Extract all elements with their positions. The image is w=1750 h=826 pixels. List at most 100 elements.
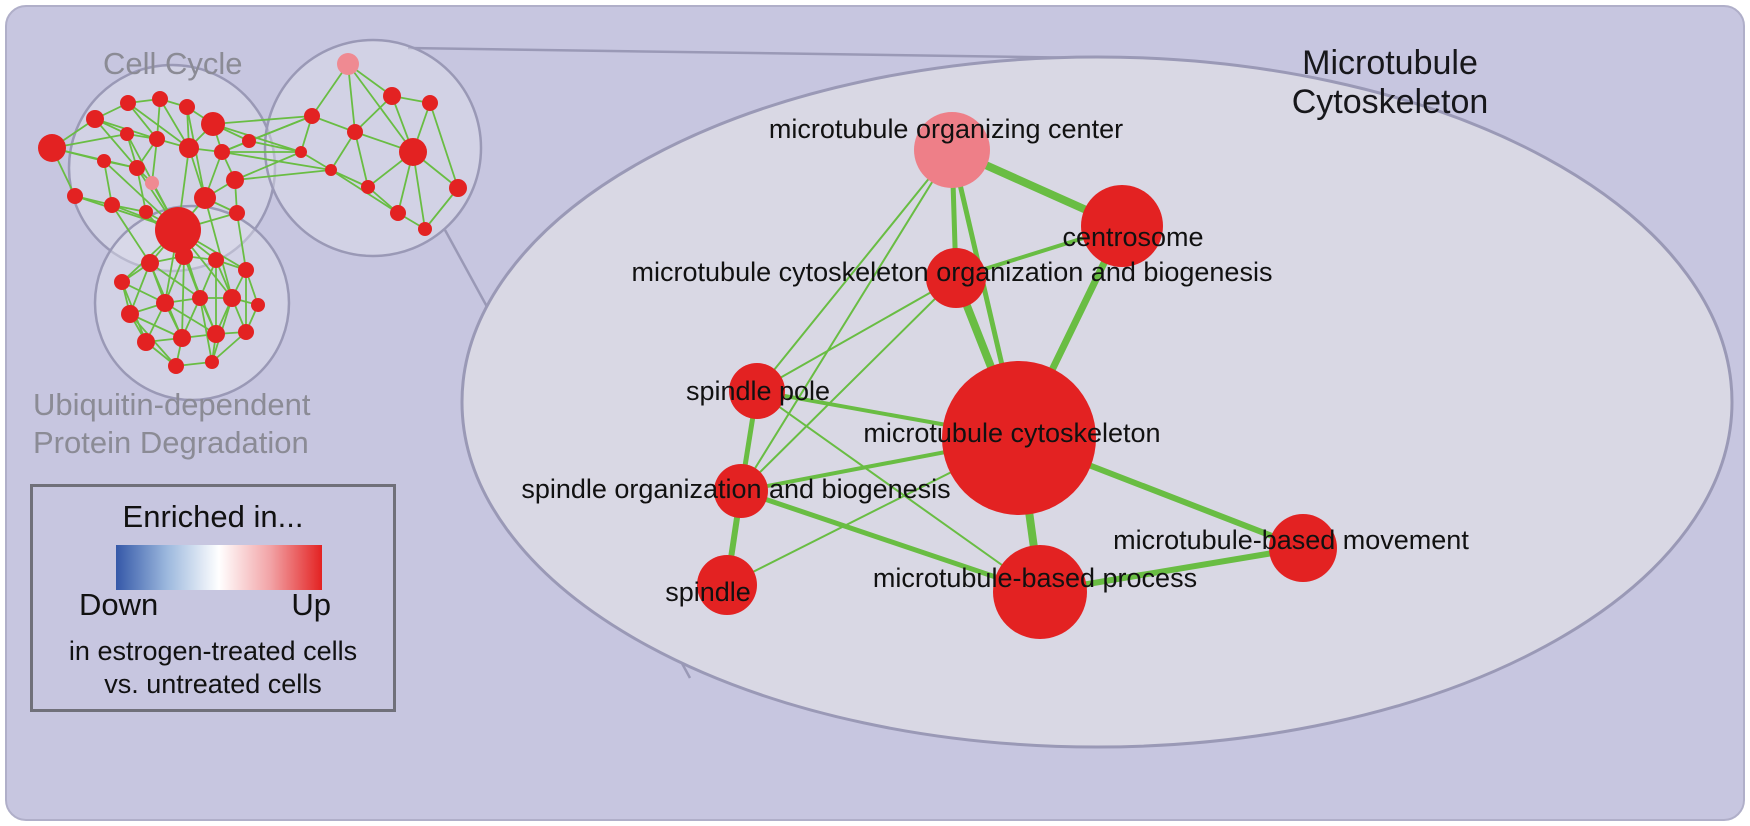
zoom-callout-line: [407, 46, 1094, 60]
mini-node: [192, 290, 208, 306]
mini-node: [347, 124, 363, 140]
mini-node: [325, 164, 337, 176]
mini-edge-inter-cluster: [111, 204, 151, 264]
mini-edge: [127, 102, 190, 149]
mini-node: [104, 197, 120, 213]
mini-node: [121, 305, 139, 323]
mini-node: [337, 53, 359, 75]
mini-node: [137, 333, 155, 351]
mini-edge-inter-cluster: [234, 169, 332, 181]
legend-up-label: Up: [291, 587, 331, 622]
cluster-label-microtubule-cytoskeleton: Microtubule Cytoskeleton: [1245, 44, 1535, 122]
node-label-spindle-organization: spindle organization and biogenesis: [521, 474, 950, 504]
mini-edge: [429, 102, 459, 189]
node-microtubule-cytoskeleton: [942, 361, 1096, 515]
mini-node: [208, 252, 224, 268]
node-label-mt-cytoskeleton-organization: microtubule cytoskeleton organization an…: [632, 257, 1273, 287]
zoom-ellipse: [460, 55, 1734, 749]
edge-spindle-organization--microtubule-based-process: [738, 488, 1043, 595]
ubiquitin-label-line2: Protein Degradation: [33, 425, 309, 460]
mini-edge-inter-cluster: [248, 140, 302, 153]
edge-mt-cytoskeleton-organization--spindle-pole: [756, 277, 957, 392]
mini-edge: [129, 262, 151, 315]
mini-node: [295, 146, 307, 158]
edge-microtubule-organizing-center--spindle-organization: [740, 149, 953, 492]
mini-edge: [354, 131, 369, 188]
mini-edge: [149, 262, 201, 299]
mini-edge-inter-cluster: [234, 151, 302, 181]
mini-node: [114, 274, 130, 290]
mini-edge-inter-cluster: [248, 115, 313, 142]
legend-title: Enriched in...: [122, 499, 304, 534]
mini-node: [120, 95, 136, 111]
legend-box: Enriched in... Down Up in estrogen-treat…: [30, 484, 396, 712]
mini-node: [251, 298, 265, 312]
legend-caption-line1: in estrogen-treated cells: [68, 636, 358, 666]
mini-node: [179, 99, 195, 115]
mini-edge: [347, 63, 356, 133]
cluster-label-ubiquitin: Ubiquitin-dependent Protein Degradation: [33, 386, 311, 462]
mini-node: [86, 110, 104, 128]
edge-spindle-pole--microtubule-based-process: [756, 390, 1041, 593]
node-microtubule-based-process: [993, 545, 1087, 639]
mini-edge-inter-cluster: [236, 212, 247, 271]
node-microtubule-based-movement: [1269, 514, 1337, 582]
mini-node: [390, 205, 406, 221]
mini-edge: [129, 313, 183, 339]
mini-node: [399, 138, 427, 166]
edge-mt-cytoskeleton-organization--spindle-organization: [740, 277, 957, 492]
node-spindle-pole: [729, 363, 785, 419]
mini-node: [304, 108, 320, 124]
legend-caption-line2: vs. untreated cells: [104, 669, 322, 699]
node-label-microtubule-based-process: microtubule-based process: [873, 563, 1197, 593]
node-label-microtubule-based-movement: microtubule-based movement: [1113, 525, 1469, 555]
mini-edge: [199, 297, 213, 363]
mini-edge: [347, 63, 414, 153]
mini-node: [205, 355, 219, 369]
mini-node: [242, 134, 256, 148]
node-centrosome: [1081, 185, 1163, 267]
mini-node: [383, 87, 401, 105]
node-label-spindle-pole: spindle pole: [686, 376, 830, 406]
node-label-microtubule-organizing-center: microtubule organizing center: [769, 114, 1123, 144]
mini-node: [120, 127, 134, 141]
mini-node: [141, 254, 159, 272]
mini-node: [139, 205, 153, 219]
mini-node: [361, 180, 375, 194]
node-spindle: [697, 555, 757, 615]
node-mt-cytoskeleton-organization: [926, 248, 986, 308]
mini-node: [194, 187, 216, 209]
mini-edge-inter-cluster: [212, 115, 313, 125]
mini-node: [207, 325, 225, 343]
mini-node: [422, 95, 438, 111]
mini-node: [145, 176, 159, 190]
mini-node: [149, 131, 165, 147]
mini-node: [38, 134, 66, 162]
node-spindle-organization: [714, 464, 768, 518]
microtubule-label-line1: Microtubule: [1302, 44, 1478, 82]
mini-node: [67, 188, 83, 204]
mini-node: [449, 179, 467, 197]
mini-node: [214, 144, 230, 160]
mini-node: [223, 289, 241, 307]
mini-node: [155, 207, 201, 253]
mini-node: [175, 247, 193, 265]
mini-node: [229, 205, 245, 221]
mini-node: [156, 294, 174, 312]
mini-edge-inter-cluster: [204, 197, 233, 299]
cluster-outline-microtubule-mini: [263, 38, 483, 258]
mini-node: [129, 160, 145, 176]
mini-node: [238, 324, 254, 340]
mini-node: [179, 138, 199, 158]
node-label-microtubule-cytoskeleton: microtubule cytoskeleton: [863, 418, 1160, 448]
mini-edge: [181, 255, 185, 339]
mini-node: [238, 262, 254, 278]
legend-down-label: Down: [79, 587, 159, 622]
mini-node: [97, 154, 111, 168]
mini-node: [226, 171, 244, 189]
mini-node: [168, 358, 184, 374]
mini-node: [173, 329, 191, 347]
mini-node: [152, 91, 168, 107]
